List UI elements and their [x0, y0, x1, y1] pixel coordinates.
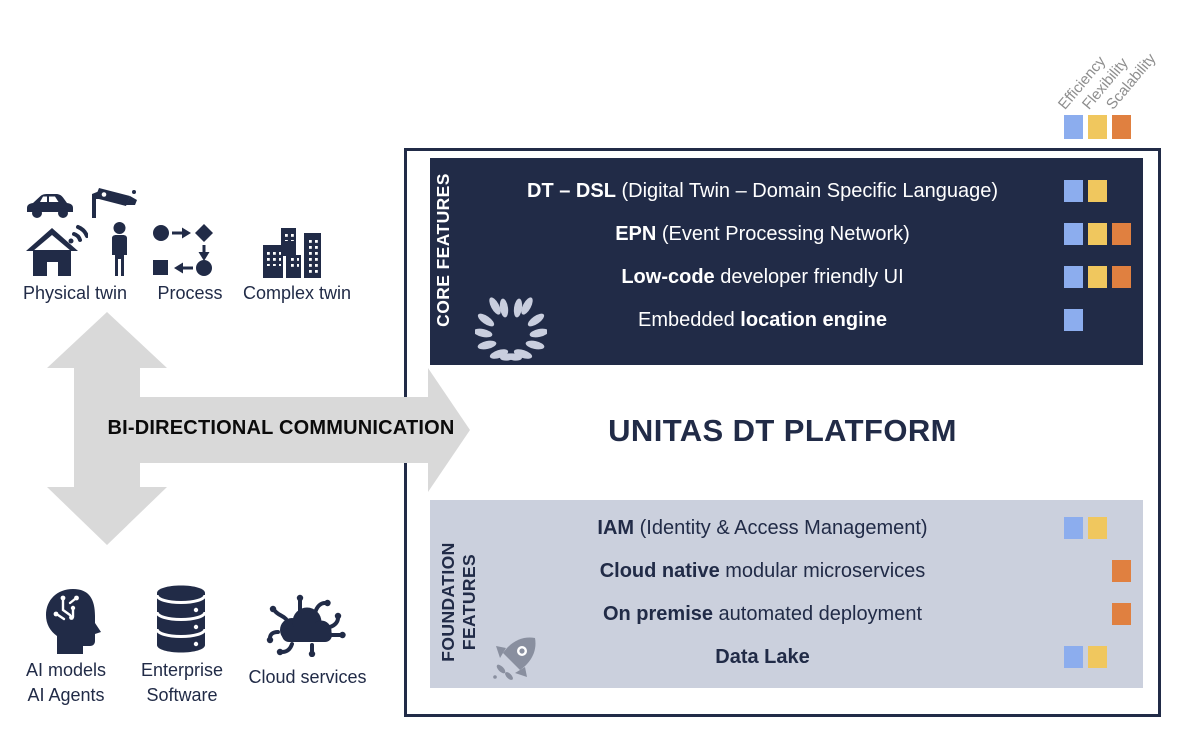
- feature-row: IAM (Identity & Access Management): [430, 507, 1143, 550]
- capability-mark-empty: [1112, 309, 1131, 331]
- capability-mark-flexibility: [1088, 266, 1107, 288]
- capability-mark-efficiency: [1064, 309, 1083, 331]
- database-icon: [155, 584, 207, 659]
- capability-mark-flexibility: [1088, 517, 1107, 539]
- process-label: Process: [157, 283, 223, 303]
- ai-agents-label: AI Agents: [27, 685, 105, 705]
- capability-mark-empty: [1112, 180, 1131, 202]
- feature-text: Data Lake: [715, 646, 810, 668]
- capability-marks: [1064, 266, 1131, 288]
- legend-square-scalability: [1112, 115, 1131, 139]
- right-arrow: [100, 368, 470, 492]
- capability-mark-flexibility: [1088, 180, 1107, 202]
- feature-text: DT – DSL (Digital Twin – Domain Specific…: [527, 180, 998, 202]
- capability-mark-efficiency: [1064, 223, 1083, 245]
- capability-marks: [1064, 603, 1131, 625]
- ai-models-label: AI models: [25, 660, 107, 680]
- platform-outer-box: CORE FEATURES: [404, 148, 1161, 717]
- security-camera-icon: [90, 186, 140, 223]
- ai-head-icon: [40, 588, 102, 659]
- bidirectional-arrows: [47, 312, 470, 545]
- feature-text: Cloud native modular microservices: [599, 560, 926, 582]
- feature-text: Low-code developer friendly UI: [621, 266, 904, 288]
- legend-square-flexibility: [1088, 115, 1107, 139]
- capability-marks: [1064, 223, 1131, 245]
- software-label: Software: [146, 685, 218, 705]
- capability-mark-efficiency: [1064, 180, 1083, 202]
- feature-text: IAM (Identity & Access Management): [597, 517, 928, 539]
- smart-home-icon: [26, 224, 89, 283]
- feature-text: EPN (Event Processing Network): [615, 223, 910, 245]
- rocket-icon: [492, 633, 540, 686]
- feature-text: On premise automated deployment: [602, 603, 923, 625]
- core-features-box: CORE FEATURES: [430, 158, 1143, 365]
- capability-mark-empty: [1112, 517, 1131, 539]
- capability-marks: [1064, 309, 1131, 331]
- legend-square-efficiency: [1064, 115, 1083, 139]
- feature-row: Cloud native modular microservices: [430, 550, 1143, 593]
- capability-mark-flexibility: [1088, 646, 1107, 668]
- cloud-services-label: Cloud services: [248, 667, 367, 687]
- capability-mark-empty: [1088, 560, 1107, 582]
- car-icon: [23, 190, 77, 225]
- capability-mark-scalability: [1112, 560, 1131, 582]
- capability-marks: [1064, 560, 1131, 582]
- complex-twin-label: Complex twin: [242, 283, 352, 303]
- person-icon: [103, 222, 136, 283]
- feature-row: DT – DSL (Digital Twin – Domain Specific…: [430, 170, 1143, 213]
- cloud-network-icon: [262, 591, 346, 662]
- feature-row: On premise automated deployment: [430, 593, 1143, 636]
- capability-mark-scalability: [1112, 223, 1131, 245]
- capability-mark-flexibility: [1088, 223, 1107, 245]
- enterprise-label: Enterprise: [140, 660, 224, 680]
- process-flow-icon: [152, 222, 230, 283]
- capability-mark-empty: [1088, 603, 1107, 625]
- feature-row: EPN (Event Processing Network): [430, 213, 1143, 256]
- feature-row: Data Lake: [430, 636, 1143, 679]
- capability-mark-efficiency: [1064, 266, 1083, 288]
- capability-mark-empty: [1064, 560, 1083, 582]
- foundation-features-box: FOUNDATION FEATURES IAM (Identity & Acce: [430, 500, 1143, 688]
- capability-marks: [1064, 517, 1131, 539]
- capability-mark-empty: [1088, 309, 1107, 331]
- capability-mark-efficiency: [1064, 646, 1083, 668]
- physical-twin-label: Physical twin: [22, 283, 128, 303]
- capability-mark-scalability: [1112, 603, 1131, 625]
- feature-text: Embedded location engine: [638, 309, 887, 331]
- buildings-icon: [261, 228, 323, 283]
- platform-title: UNITAS DT PLATFORM: [608, 413, 957, 448]
- feature-row: Embedded location engine: [430, 299, 1143, 342]
- feature-row: Low-code developer friendly UI: [430, 256, 1143, 299]
- capability-mark-efficiency: [1064, 517, 1083, 539]
- capability-mark-empty: [1112, 646, 1131, 668]
- capability-mark-scalability: [1112, 266, 1131, 288]
- bidirectional-communication-label: BI-DIRECTIONAL COMMUNICATION: [107, 417, 455, 439]
- laurel-wreath-icon: [473, 295, 549, 366]
- capability-mark-empty: [1064, 603, 1083, 625]
- capability-marks: [1064, 180, 1131, 202]
- capability-marks: [1064, 646, 1131, 668]
